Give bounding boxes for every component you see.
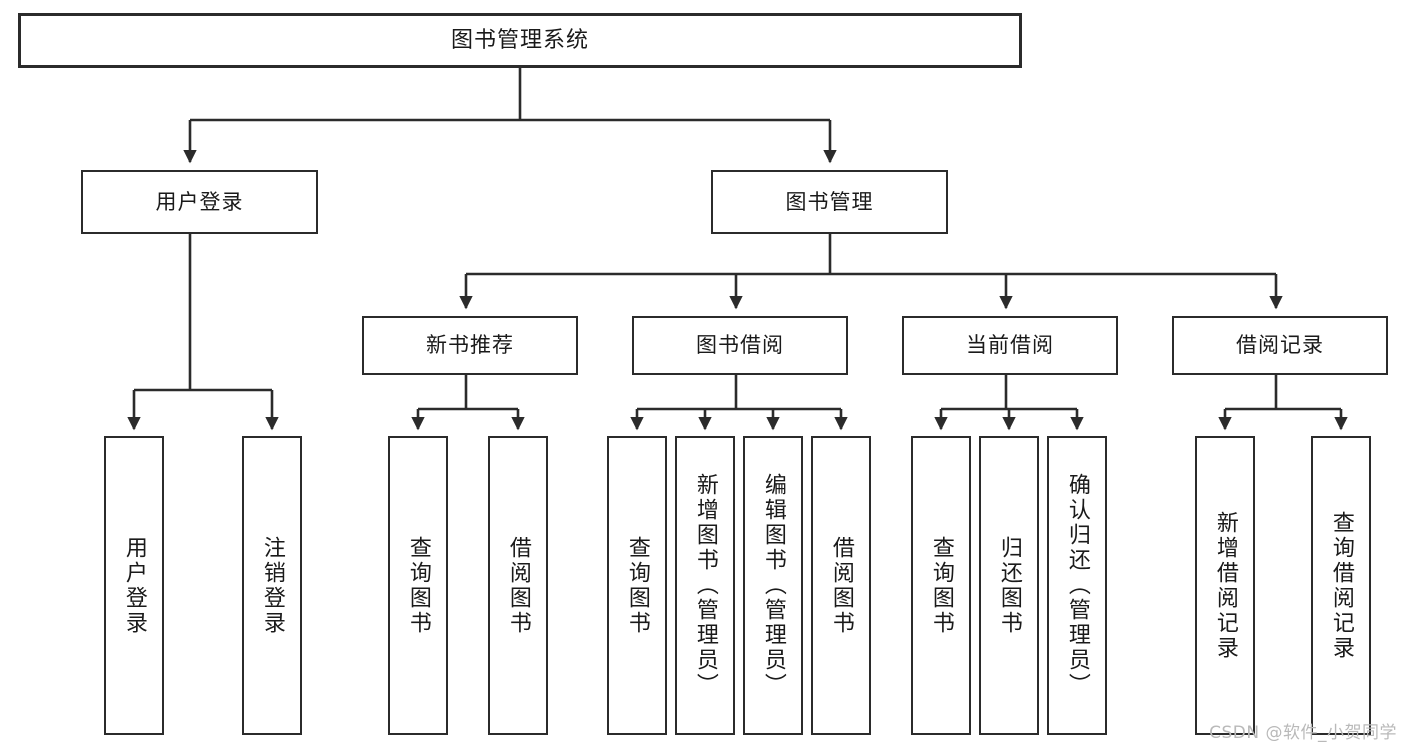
- node-label: 新增借阅记录: [1212, 510, 1238, 661]
- leaf-return-book[interactable]: 归还图书: [979, 436, 1039, 735]
- node-label: 用户登录: [155, 189, 244, 214]
- node-root-book-management-system[interactable]: 图书管理系统: [18, 13, 1022, 68]
- leaf-confirm-return-admin[interactable]: 确认归还（管理员）: [1047, 436, 1107, 735]
- node-label: 查询图书: [928, 535, 954, 636]
- leaf-edit-book-admin[interactable]: 编辑图书（管理员）: [743, 436, 803, 735]
- node-label: 借阅图书: [505, 535, 531, 636]
- node-label: 查询借阅记录: [1328, 510, 1354, 661]
- node-label: 借阅图书: [828, 535, 854, 636]
- node-label: 图书借阅: [696, 333, 784, 358]
- leaf-add-book-admin[interactable]: 新增图书（管理员）: [675, 436, 735, 735]
- node-book-borrow[interactable]: 图书借阅: [632, 316, 848, 375]
- leaf-query-borrow-record[interactable]: 查询借阅记录: [1311, 436, 1371, 735]
- leaf-query-book-current[interactable]: 查询图书: [911, 436, 971, 735]
- leaf-query-book-new[interactable]: 查询图书: [388, 436, 448, 735]
- node-label: 查询图书: [624, 535, 650, 636]
- leaf-user-login[interactable]: 用户登录: [104, 436, 164, 735]
- node-label: 确认归还（管理员）: [1064, 473, 1090, 698]
- node-label: 用户登录: [121, 535, 147, 636]
- node-label: 编辑图书（管理员）: [760, 473, 786, 698]
- node-label: 新增图书（管理员）: [692, 473, 718, 698]
- leaf-add-borrow-record[interactable]: 新增借阅记录: [1195, 436, 1255, 735]
- node-user-login[interactable]: 用户登录: [81, 170, 318, 234]
- node-label: 归还图书: [996, 535, 1022, 636]
- node-new-book-recommendation[interactable]: 新书推荐: [362, 316, 578, 375]
- node-label: 借阅记录: [1236, 333, 1324, 358]
- node-label: 图书管理系统: [450, 27, 589, 53]
- leaf-query-book-borrow[interactable]: 查询图书: [607, 436, 667, 735]
- leaf-logout[interactable]: 注销登录: [242, 436, 302, 735]
- leaf-borrow-book-new[interactable]: 借阅图书: [488, 436, 548, 735]
- node-label: 查询图书: [405, 535, 431, 636]
- node-label: 注销登录: [259, 535, 285, 636]
- node-label: 当前借阅: [966, 333, 1054, 358]
- csdn-watermark: CSDN @软件_小贺同学: [1209, 723, 1397, 743]
- node-label: 图书管理: [785, 189, 874, 214]
- node-book-management[interactable]: 图书管理: [711, 170, 948, 234]
- leaf-borrow-book[interactable]: 借阅图书: [811, 436, 871, 735]
- node-current-borrow[interactable]: 当前借阅: [902, 316, 1118, 375]
- node-label: 新书推荐: [426, 333, 514, 358]
- node-borrow-record[interactable]: 借阅记录: [1172, 316, 1388, 375]
